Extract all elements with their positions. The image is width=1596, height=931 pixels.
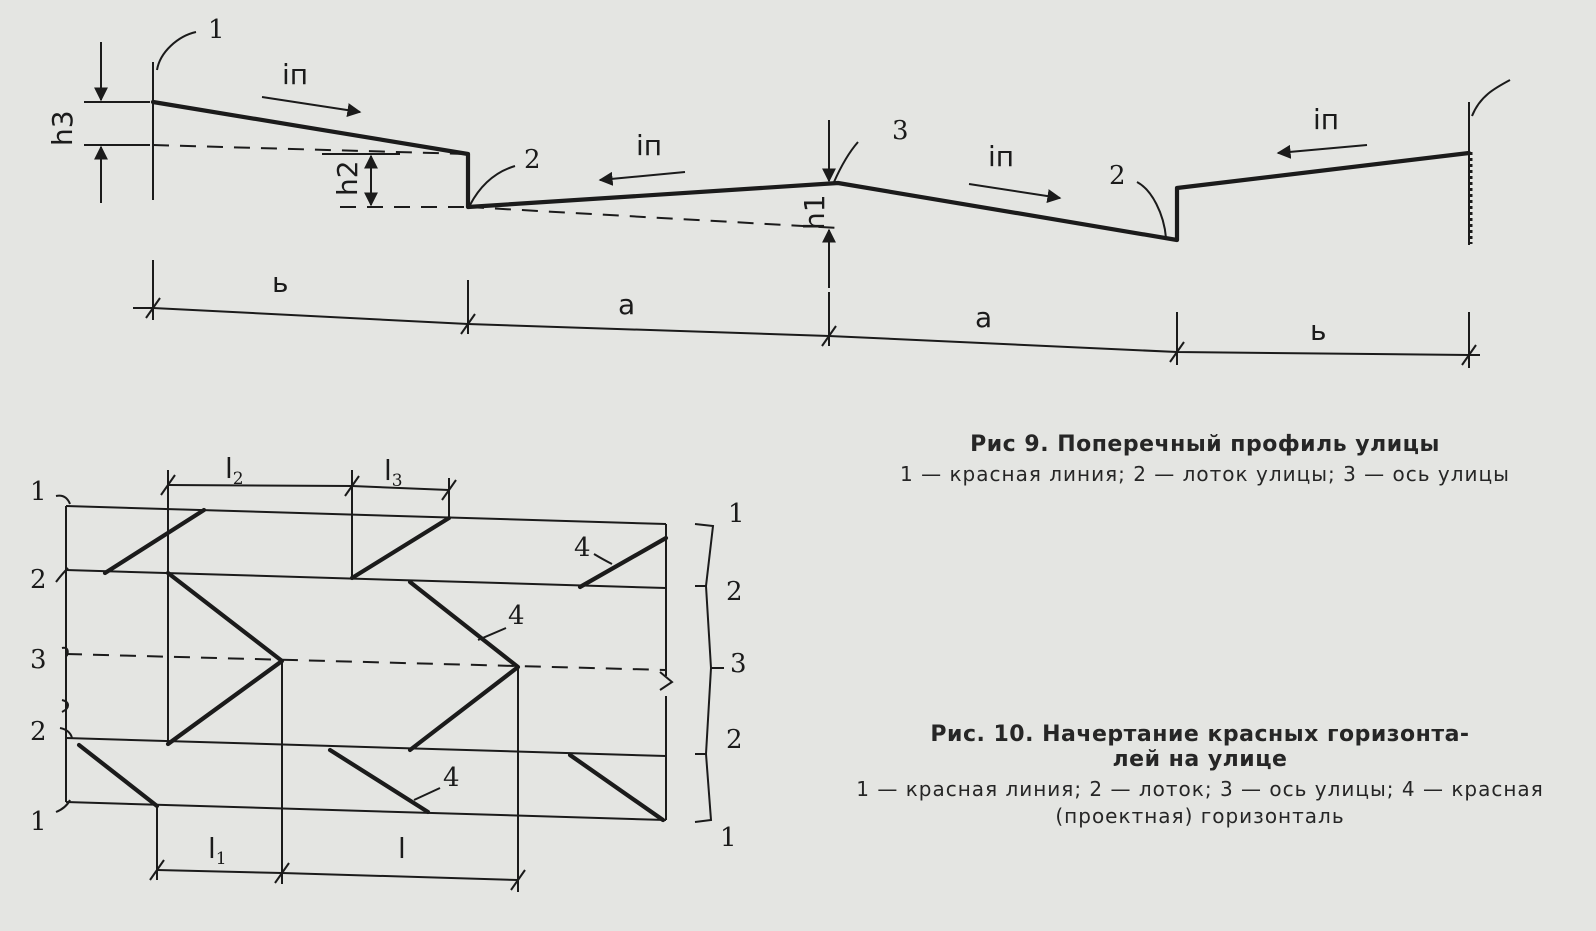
fig10-contour-bottom-c <box>567 752 666 823</box>
fig10-left-label-1-bottom: 1 <box>30 807 47 837</box>
fig9-slope-arrow-1 <box>261 96 362 118</box>
fig10-caption: Рис. 10. Начертание красных горизонта- л… <box>840 722 1560 830</box>
fig10-dim-bottom <box>156 869 519 881</box>
fig10-label-l1: l1 <box>208 832 227 869</box>
fig10-left-label-2-bottom: 2 <box>30 717 47 747</box>
fig10-red-line-top <box>65 505 667 525</box>
fig10-label-4-middle: 4 <box>508 601 525 631</box>
fig10-left-label-1-top: 1 <box>30 477 47 507</box>
fig10-right-label-2-bottom: 2 <box>726 725 743 755</box>
fig10-caption-title-line1: Рис. 10. Начертание красных горизонта- <box>930 722 1470 747</box>
fig10-contour-top-b <box>349 515 452 581</box>
fig9-width-a-left: а <box>618 288 635 321</box>
fig10-right-label-1-bottom: 1 <box>720 823 737 853</box>
fig9-dash-ref-h1 <box>467 206 839 229</box>
fig10-label-l2: l2 <box>225 452 244 489</box>
fig9-width-b-left: ь <box>272 266 289 299</box>
fig10-gutter-bottom <box>65 737 667 757</box>
fig10-caption-title-line2: лей на улице <box>1112 747 1288 772</box>
fig10-dim-top <box>167 484 450 491</box>
fig10-left-label-2-top: 2 <box>30 565 47 595</box>
fig10-right-label-1-top: 1 <box>728 499 745 529</box>
fig10-leader-4-bottom <box>413 787 441 801</box>
fig9-slope-arrow-2 <box>598 171 686 186</box>
fig10-gutter-top <box>65 569 667 589</box>
fig9-width-b-right: ь <box>1310 314 1327 347</box>
fig10-leader-4-middle <box>477 627 507 641</box>
fig9-width-a-right: а <box>975 301 992 334</box>
fig10-dim-top-tick-2 <box>441 479 457 501</box>
fig10-left-label-3: 3 <box>30 645 47 675</box>
fig10-contour-bottom-a <box>76 742 160 809</box>
fig9-tick-2 <box>821 325 837 347</box>
fig10-diagram: l2 l3 l1 l 1 2 3 2 1 1 2 3 2 1 4 4 4 <box>30 452 747 892</box>
fig9-h3-label: h3 <box>46 110 79 146</box>
fig9-caption-legend: 1 — красная линия; 2 — лоток улицы; 3 — … <box>900 462 1510 486</box>
fig10-right-brace <box>694 523 715 823</box>
fig10-label-4-bottom: 4 <box>443 763 460 793</box>
fig10-hook-1-bottom <box>55 799 71 813</box>
fig9-slope-arrow-3 <box>968 183 1062 204</box>
fig10-hook-2-top <box>55 567 69 583</box>
fig10-dim-bottom-tick-2 <box>510 869 526 891</box>
fig9-h2-label: h2 <box>331 160 364 196</box>
fig10-caption-legend: 1 — красная линия; 2 — лоток; 3 — ось ул… <box>856 777 1544 828</box>
fig9-leader-1 <box>156 31 197 71</box>
fig10-hook-3b <box>61 699 69 713</box>
fig10-right-label-3: 3 <box>730 649 747 679</box>
fig9-leader-1-right <box>1471 79 1511 117</box>
fig9-slope-label-4: iп <box>1313 103 1339 136</box>
fig9-h1-label: h1 <box>798 194 831 230</box>
fig10-label-l3: l3 <box>384 454 403 491</box>
fig9-slope-arrow-4 <box>1276 144 1368 159</box>
fig9-label-3: 3 <box>892 116 909 146</box>
fig10-dim-bottom-tick-0 <box>149 859 165 881</box>
fig9-leader-2-right <box>1136 181 1167 239</box>
fig9-caption: Рис 9. Поперечный профиль улицы 1 — крас… <box>850 432 1560 488</box>
fig10-axis <box>65 653 667 671</box>
fig10-label-l3-sub: 3 <box>392 471 403 491</box>
fig10-red-line-bottom <box>65 801 667 821</box>
fig9-leader-3 <box>833 141 859 183</box>
fig10-label-l1-sub: 1 <box>216 849 227 869</box>
fig10-break-mark <box>659 671 674 691</box>
fig9-slope-label-3: iп <box>988 140 1014 173</box>
fig10-hook-3 <box>61 646 69 657</box>
fig10-dim-bottom-tick-1 <box>274 862 290 884</box>
fig9-label-1: 1 <box>208 15 225 45</box>
fig9-label-2-right: 2 <box>1109 161 1126 191</box>
fig10-dim-top-tick-0 <box>160 474 176 496</box>
fig9-leader-2-left <box>469 165 516 206</box>
fig9-label-2-left: 2 <box>524 145 541 175</box>
fig10-leader-4-top <box>593 553 613 565</box>
fig9-slope-label-2: iп <box>636 129 662 162</box>
fig9-slope-label-1: iп <box>282 58 308 91</box>
fig10-right-label-2-top: 2 <box>726 577 743 607</box>
fig10-label-l: l <box>398 832 406 865</box>
fig9-diagram: h3 h2 h1 1 2 3 2 iп iп iп iп <box>46 15 1511 368</box>
fig9-caption-title: Рис 9. Поперечный профиль улицы <box>970 432 1440 457</box>
fig9-dimension-line <box>133 307 1480 356</box>
fig10-contour-bottom-b <box>327 747 431 815</box>
fig9-tick-3 <box>1169 341 1185 363</box>
fig9-tick-1 <box>460 313 476 335</box>
fig10-dim-top-tick-1 <box>344 475 360 497</box>
fig10-label-4-top: 4 <box>574 533 591 563</box>
fig9-profile-line <box>150 99 1472 243</box>
fig10-hook-2-bottom <box>59 727 73 739</box>
fig9-tick-4 <box>1461 344 1477 366</box>
fig10-contour-top-a <box>102 507 207 576</box>
fig10-label-l2-sub: 2 <box>233 469 244 489</box>
fig10-hook-1-top <box>55 494 71 505</box>
fig10-contour-top-c <box>577 535 669 590</box>
fig9-tick-0 <box>145 297 161 319</box>
